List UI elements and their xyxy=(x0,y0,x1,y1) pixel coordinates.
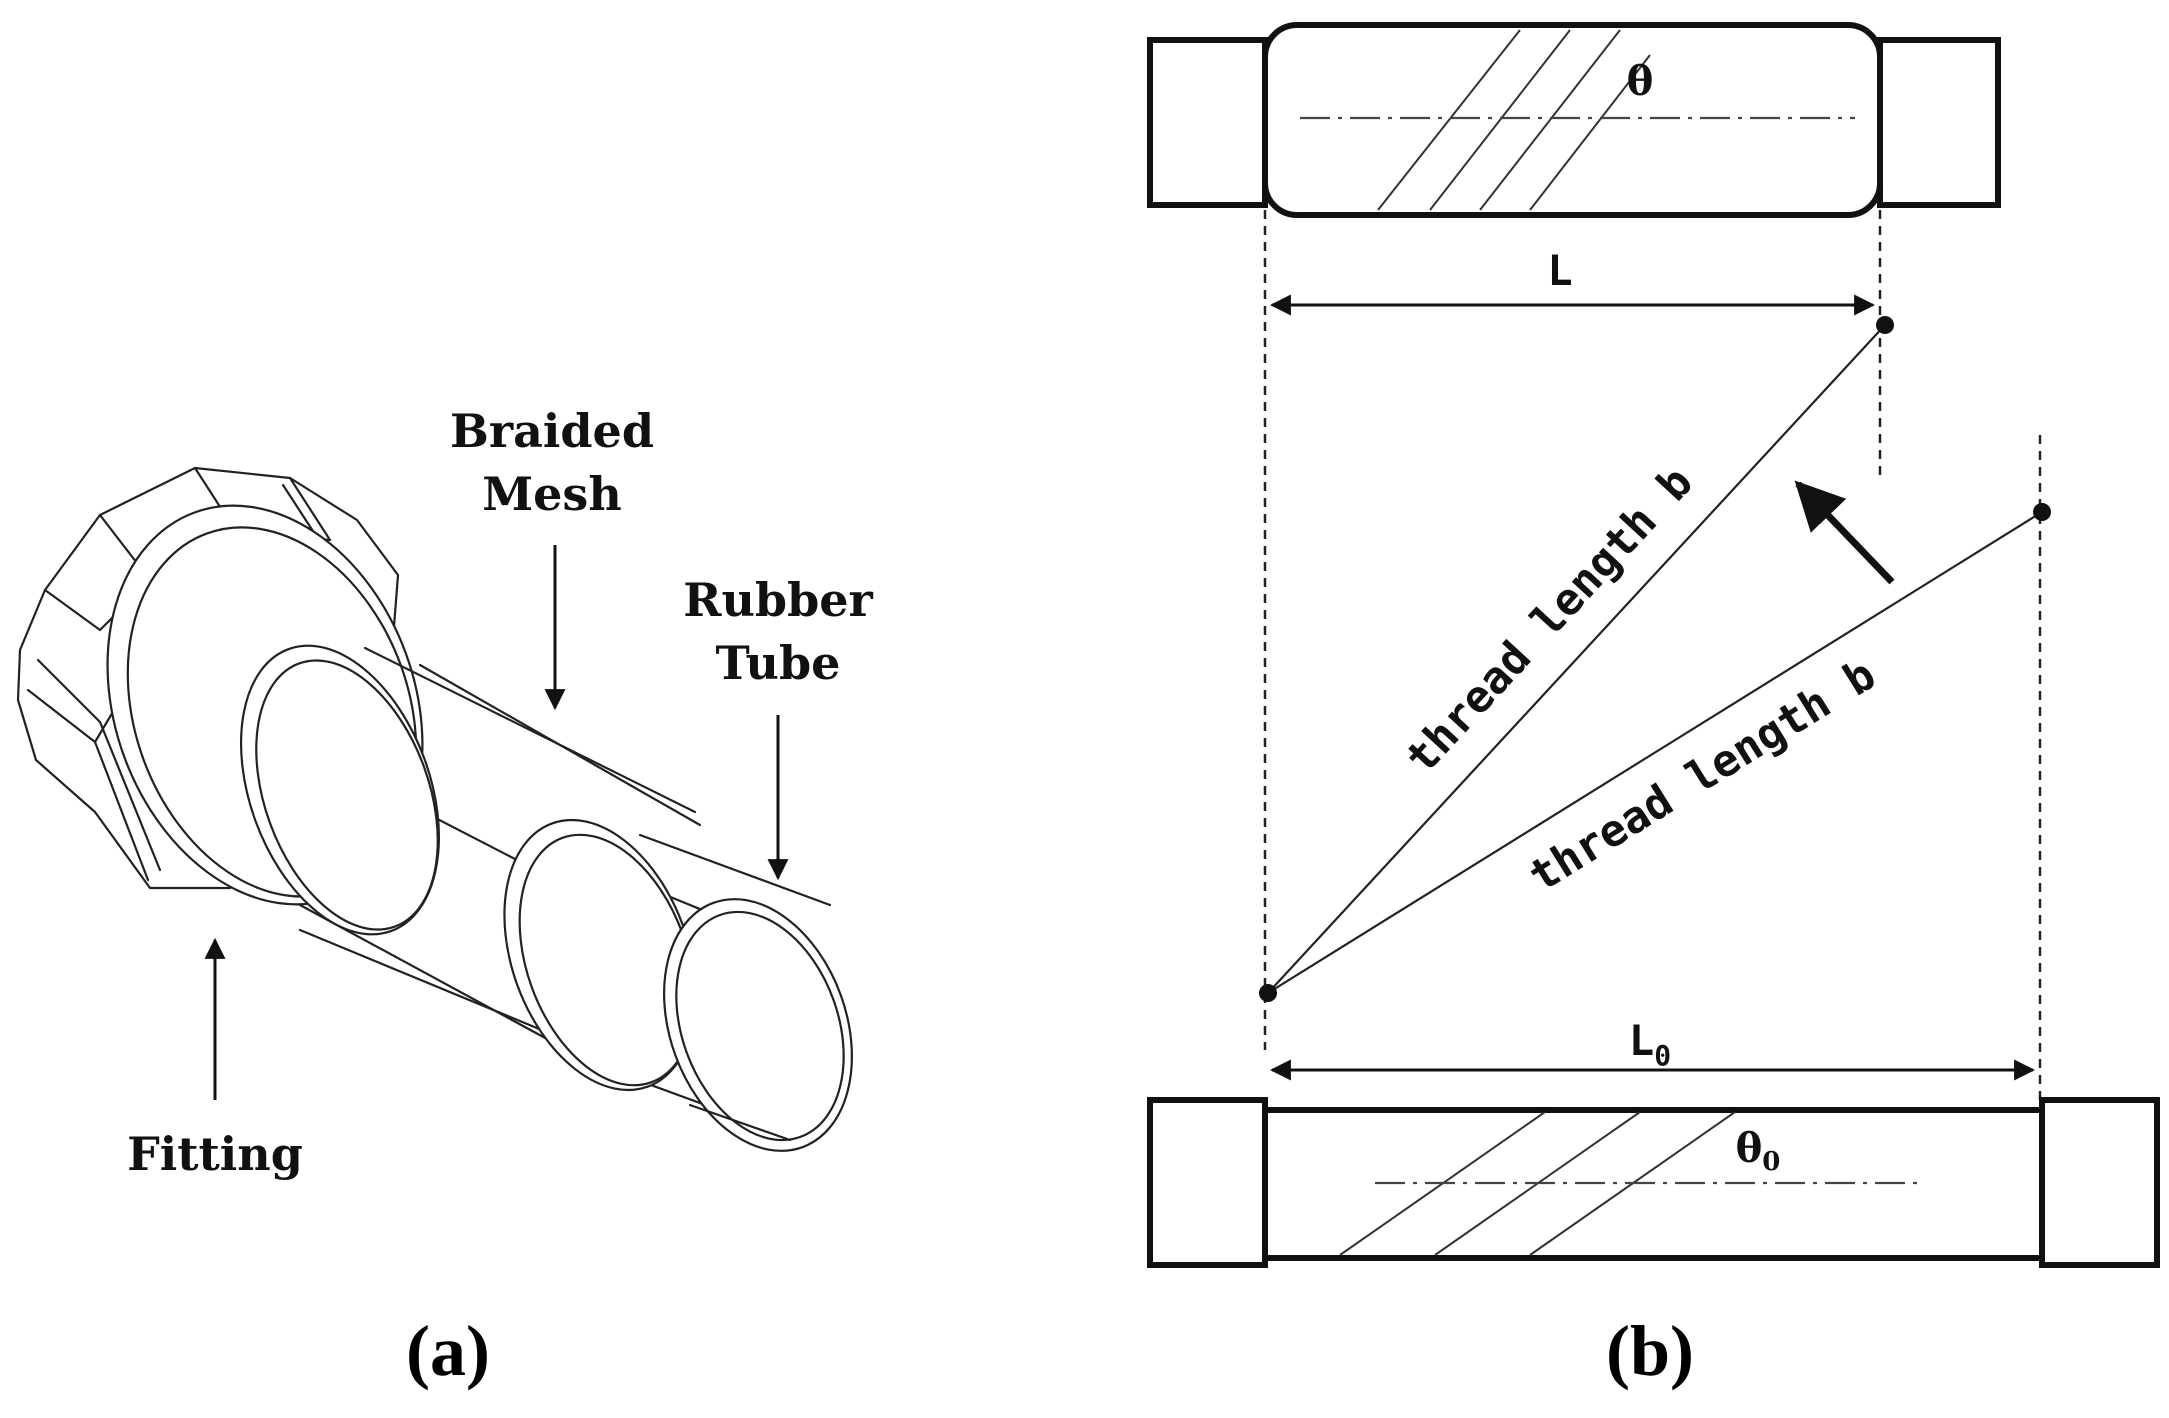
caption-b: (b) xyxy=(1606,1311,1694,1391)
theta-label: θ xyxy=(1627,58,1654,105)
thread-line-upper xyxy=(1267,324,1886,994)
node-origin xyxy=(1259,984,1277,1002)
thread-length-lower-label: thread length b xyxy=(1520,649,1884,902)
top-right-end-block xyxy=(1877,37,2001,208)
thread-length-upper-label: thread length b xyxy=(1396,457,1703,784)
theta0-base: θ xyxy=(1736,1125,1763,1172)
bottom-right-end-block xyxy=(2039,1097,2160,1268)
bottom-left-end-block xyxy=(1147,1097,1268,1268)
braided-mesh-sleeve xyxy=(239,644,702,1067)
rubber-tube xyxy=(503,818,853,1152)
L-label: L xyxy=(1547,246,1572,295)
thread-geometry: thread length b thread length b xyxy=(1259,316,2051,1002)
node-lower-end xyxy=(2033,503,2051,521)
panel-a-hose-illustration: Braided Mesh Rubber Tube Fitting (a) xyxy=(16,404,874,1391)
top-helix-lines xyxy=(1377,29,1651,211)
L0-label: L0 xyxy=(1629,1016,1671,1072)
L0-subscript: 0 xyxy=(1654,1039,1671,1072)
dimension-L0: L0 xyxy=(1269,1016,2036,1081)
deformation-arrow xyxy=(1794,480,1895,585)
dimension-L: L xyxy=(1269,246,1876,316)
pointer-arrows xyxy=(204,545,789,1100)
theta0-label: θ0 xyxy=(1736,1125,1781,1177)
top-left-end-block xyxy=(1147,37,1268,208)
top-hose-section: θ xyxy=(1147,22,2001,218)
node-upper-end xyxy=(1876,316,1894,334)
theta0-subscript: 0 xyxy=(1762,1147,1780,1177)
caption-a: (a) xyxy=(406,1311,490,1391)
bottom-hose-section: θ0 xyxy=(1147,1097,2160,1268)
label-fitting: Fitting xyxy=(127,1127,303,1181)
thread-line-lower xyxy=(1267,511,2043,994)
top-tube-body xyxy=(1262,22,1883,218)
panel-b-thread-schematic: θ L thread length b thread length b xyxy=(1147,22,2160,1391)
label-braided: Braided xyxy=(450,404,654,458)
label-tube: Tube xyxy=(716,636,841,690)
L0-base: L xyxy=(1629,1016,1654,1065)
projection-lines xyxy=(1263,210,2042,1100)
label-mesh: Mesh xyxy=(482,467,622,521)
label-rubber: Rubber xyxy=(683,573,873,627)
